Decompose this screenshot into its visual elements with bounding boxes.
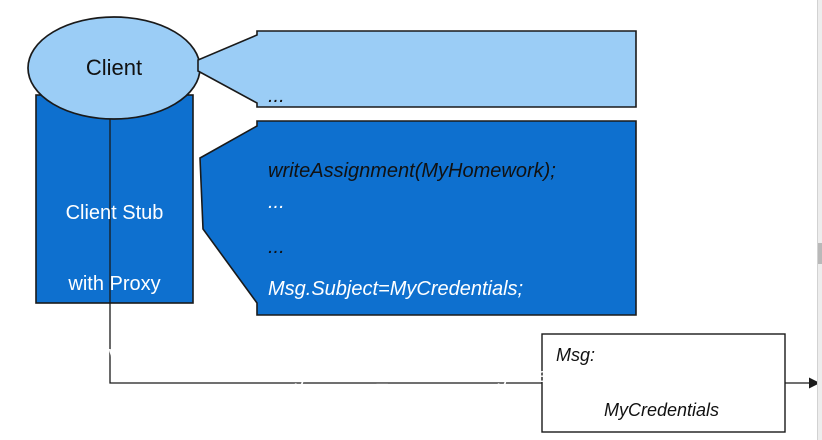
client-stub-line: PEP and PDP) (48, 413, 181, 436)
client-label: Client (85, 55, 143, 80)
client-stub-line: (here without (56, 343, 173, 365)
code-line: ... (268, 191, 285, 213)
call-callout (197, 30, 637, 108)
message-box (541, 333, 786, 433)
message-values: MyCredentials writeAssignment_Id MyHomew… (604, 342, 761, 440)
code-line: ... (268, 84, 285, 107)
message-value: MyCredentials (604, 400, 720, 420)
stub-marshalling-code: ... Msg.Subject=MyCredentials; Msg.Metho… (268, 130, 598, 440)
code-line: writeAssignment(MyHomework); (268, 160, 556, 183)
arrowhead-icon (809, 377, 820, 389)
client-stub-label: Client Stub with Proxy (here without PEP… (36, 155, 193, 440)
vertical-scrollbar[interactable] (817, 0, 822, 440)
message-label: Msg: (556, 345, 596, 365)
stub-callout (199, 120, 637, 316)
client-stub-box (35, 94, 194, 304)
connector-line (109, 119, 542, 384)
code-line: ... (268, 236, 285, 259)
client-stub-line: with Proxy (68, 272, 161, 295)
code-line: Msg.Subject=MyCredentials; (268, 278, 524, 300)
client-stub-line: Client Stub (65, 202, 164, 224)
code-line: Msg.Method_Id=writeAssignment_Id; (268, 365, 598, 387)
scrollbar-thumb[interactable] (818, 243, 822, 264)
client-call-code: ... writeAssignment(MyHomework); ... (268, 33, 556, 311)
